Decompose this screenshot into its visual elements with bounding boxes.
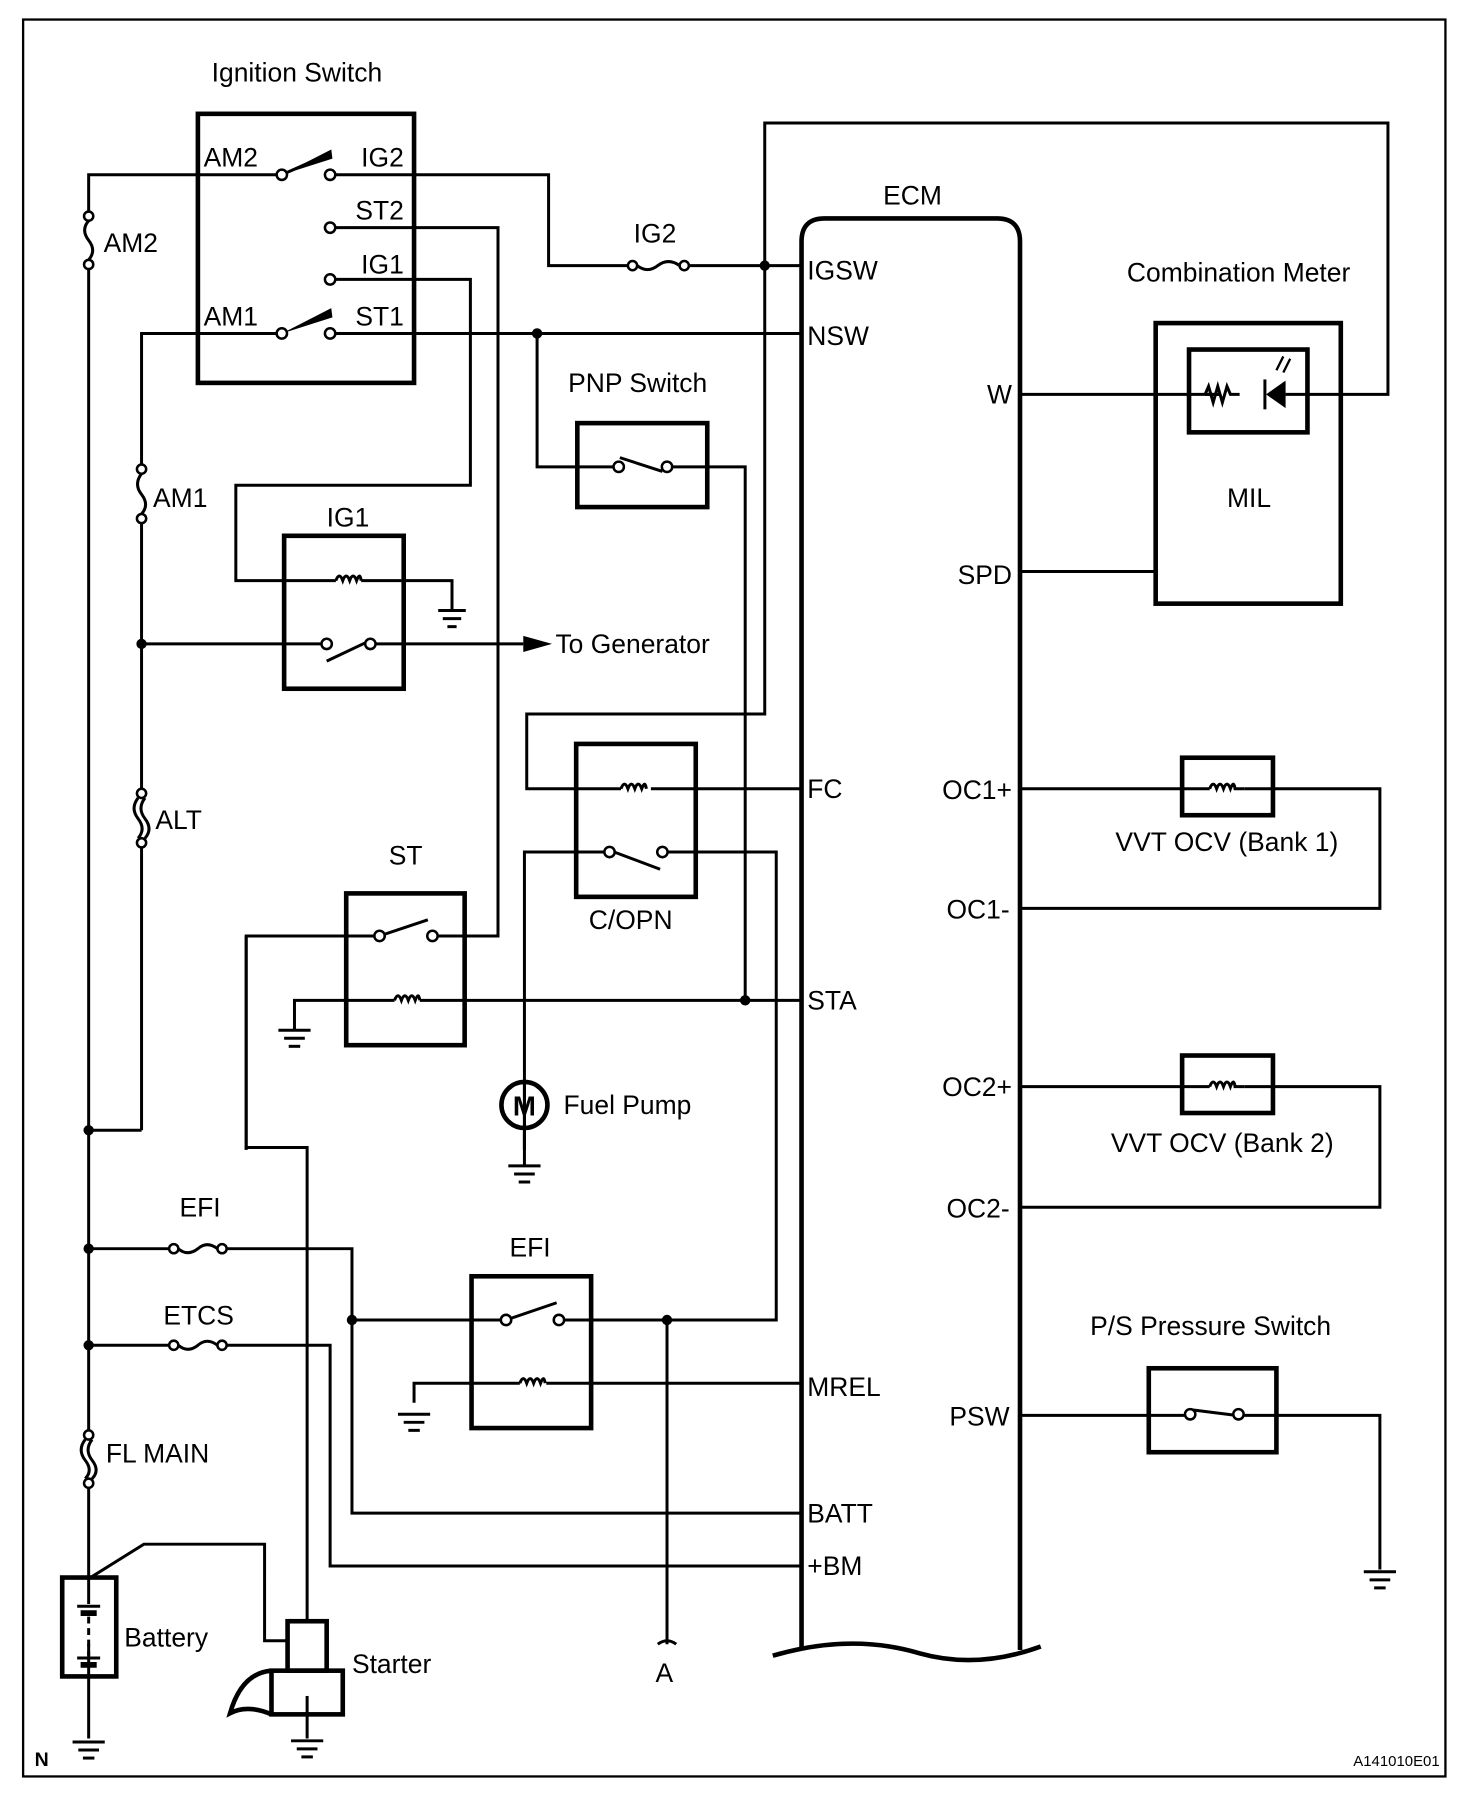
svg-text:M: M — [513, 1090, 536, 1121]
terminal-st1-label: ST1 — [355, 301, 404, 331]
svg-text:Fuel Pump: Fuel Pump — [564, 1090, 692, 1120]
junction-dots — [83, 260, 770, 1351]
svg-text:IG1: IG1 — [327, 503, 370, 533]
ecm: ECM IGSW NSW FC STA MREL BATT +BM W SPD … — [772, 181, 1042, 1663]
copn-relay: C/OPN — [573, 741, 699, 935]
svg-text:MIL: MIL — [1227, 483, 1271, 513]
svg-text:P/S Pressure Switch: P/S Pressure Switch — [1090, 1311, 1331, 1341]
corner-mark: N — [35, 1749, 49, 1771]
fuse-am2: AM2 — [82, 210, 158, 271]
svg-text:VVT OCV (Bank 1): VVT OCV (Bank 1) — [1115, 827, 1338, 857]
terminal-st2-label: ST2 — [355, 196, 404, 226]
svg-text:BATT: BATT — [807, 1498, 873, 1528]
svg-text:PNP Switch: PNP Switch — [568, 368, 707, 398]
svg-text:EFI: EFI — [179, 1192, 220, 1222]
ground-st — [278, 1028, 311, 1048]
efi-relay: EFI — [469, 1233, 594, 1431]
svg-text:NSW: NSW — [807, 321, 869, 351]
svg-text:STA: STA — [807, 986, 857, 1016]
ground-fuel-pump — [508, 1164, 541, 1184]
svg-text:EFI: EFI — [509, 1233, 550, 1263]
ignition-switch: Ignition Switch AM2 IG2 ST2 IG1 AM1 ST1 — [195, 58, 417, 386]
ground-ig1 — [438, 609, 466, 629]
starter: Starter — [226, 1618, 432, 1718]
svg-text:IG2: IG2 — [634, 219, 677, 249]
ig1-relay: IG1 — [281, 503, 407, 692]
terminal-ig1-label: IG1 — [361, 250, 404, 280]
svg-text:OC1+: OC1+ — [942, 775, 1012, 805]
terminal-am2-label: AM2 — [204, 143, 258, 173]
to-generator-arrow: To Generator — [523, 629, 710, 659]
svg-text:ECM: ECM — [883, 181, 942, 211]
diagram-frame — [21, 18, 1447, 1778]
svg-text:Battery: Battery — [124, 1623, 209, 1653]
st-relay: ST — [343, 841, 467, 1048]
terminal-am1-label: AM1 — [204, 301, 258, 331]
svg-text:OC2+: OC2+ — [942, 1072, 1012, 1102]
svg-text:IGSW: IGSW — [807, 255, 878, 285]
svg-text:ETCS: ETCS — [163, 1301, 234, 1331]
fuse-etcs: ETCS — [163, 1301, 234, 1352]
connector-a: A — [656, 1639, 678, 1688]
fuse-efi: EFI — [167, 1192, 228, 1255]
svg-text:C/OPN: C/OPN — [589, 905, 673, 935]
pnp-switch: PNP Switch — [568, 368, 710, 510]
vvt-ocv-bank1: VVT OCV (Bank 1) — [1115, 755, 1338, 857]
svg-text:W: W — [987, 380, 1012, 410]
svg-text:OC1-: OC1- — [946, 895, 1009, 925]
vvt-ocv-bank2: VVT OCV (Bank 2) — [1111, 1053, 1334, 1158]
svg-text:OC2-: OC2- — [946, 1194, 1009, 1224]
svg-text:MREL: MREL — [807, 1372, 880, 1402]
svg-text:ST: ST — [389, 841, 423, 871]
ground-ps — [1363, 1570, 1396, 1590]
ground-battery — [72, 1740, 105, 1760]
led-icon — [1266, 380, 1286, 409]
fuel-pump: M Fuel Pump — [499, 1079, 692, 1131]
svg-text:SPD: SPD — [958, 560, 1012, 590]
svg-text:PSW: PSW — [949, 1402, 1009, 1432]
ps-pressure-switch: P/S Pressure Switch — [1090, 1311, 1331, 1455]
combination-meter: Combination Meter MIL — [1127, 258, 1351, 606]
battery: Battery — [59, 1575, 209, 1679]
wires — [87, 121, 1390, 1739]
ignition-switch-box — [195, 111, 417, 386]
svg-text:ALT: ALT — [155, 805, 202, 835]
fuse-alt: ALT — [132, 787, 202, 849]
svg-text:To Generator: To Generator — [555, 629, 709, 659]
fuse-fl-main: FL MAIN — [79, 1429, 209, 1490]
ground-efi — [397, 1412, 431, 1432]
svg-text:FL MAIN: FL MAIN — [106, 1439, 209, 1469]
terminal-ig2-label: IG2 — [361, 143, 404, 173]
fuse-ig2: IG2 — [626, 219, 691, 272]
svg-text:AM2: AM2 — [104, 228, 158, 258]
svg-text:+BM: +BM — [807, 1551, 862, 1581]
svg-text:VVT OCV (Bank 2): VVT OCV (Bank 2) — [1111, 1128, 1334, 1158]
ignition-switch-title: Ignition Switch — [212, 58, 382, 88]
svg-text:FC: FC — [807, 774, 842, 804]
svg-text:Combination Meter: Combination Meter — [1127, 258, 1351, 288]
svg-text:A: A — [656, 1658, 674, 1688]
figure-id: A141010E01 — [1353, 1753, 1439, 1770]
ground-starter — [291, 1739, 324, 1759]
svg-text:Starter: Starter — [352, 1649, 432, 1679]
svg-text:AM1: AM1 — [153, 483, 207, 513]
fuse-am1: AM1 — [135, 463, 207, 525]
